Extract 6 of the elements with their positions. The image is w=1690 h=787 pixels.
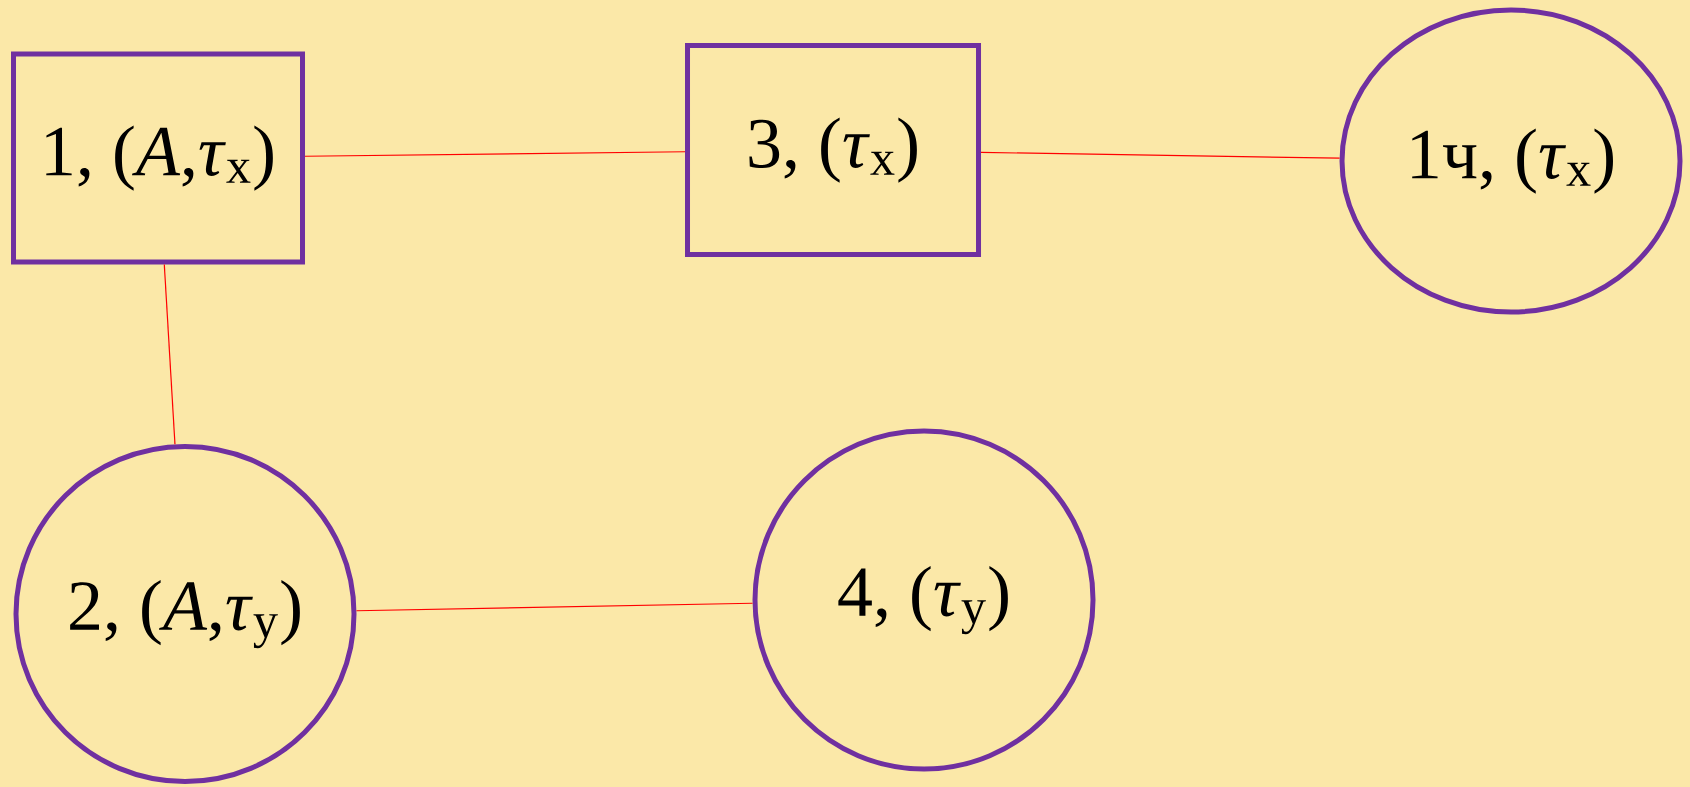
connector-line: [355, 602, 754, 612]
connector-line: [163, 263, 176, 445]
connector-line: [980, 151, 1341, 159]
process-box: 3, (τ$_{x}$): [685, 43, 981, 257]
connector-line: [304, 151, 686, 157]
process-box: 1, (A,τ$_{x}$): [11, 51, 305, 265]
